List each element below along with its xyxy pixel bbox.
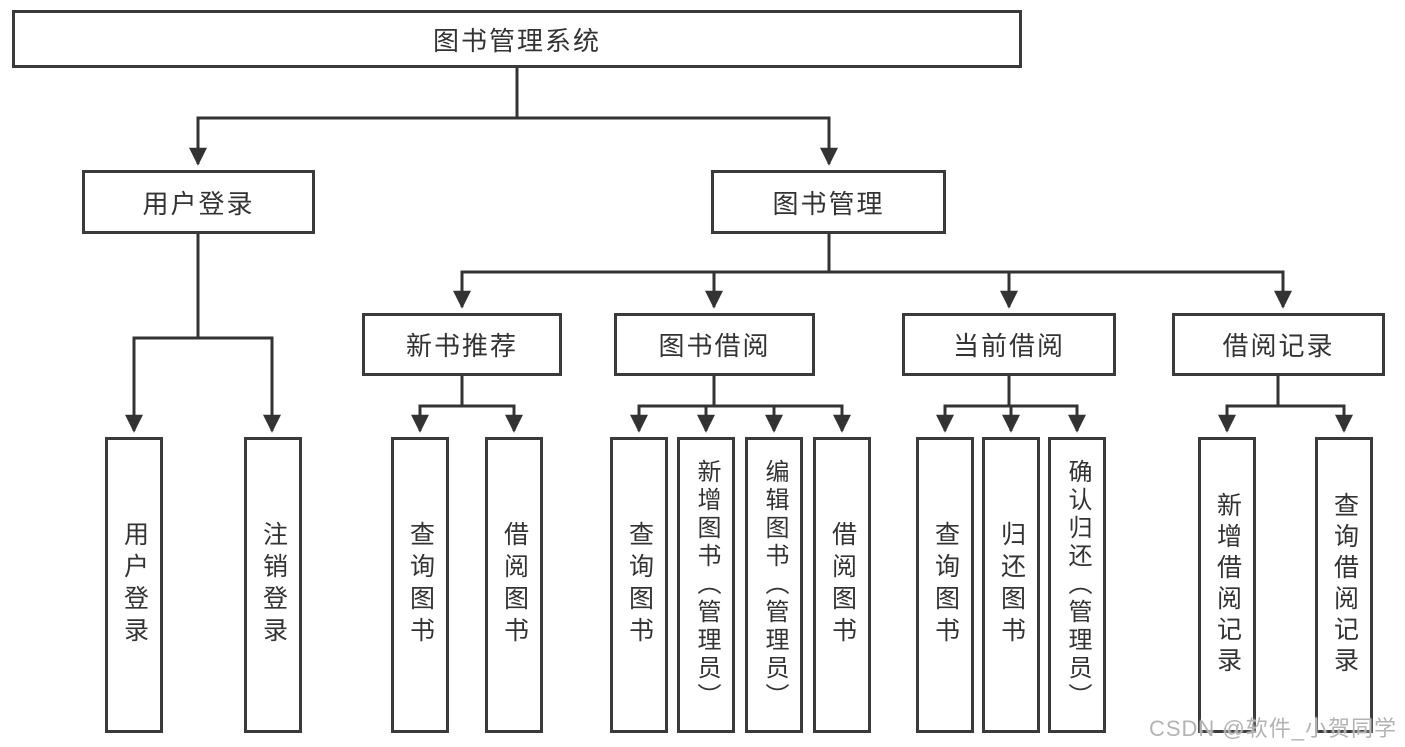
leaf-logout: 注销登录	[244, 437, 302, 733]
leaf-user-login-label: 用户登录	[120, 521, 149, 649]
leaf-cb-confirm-return-admin-label: 确认归还（管理员）	[1064, 459, 1091, 711]
leaf-logout-label: 注销登录	[259, 521, 288, 649]
leaf-bb-query-books-label: 查询图书	[625, 521, 654, 649]
leaf-cb-query-books: 查询图书	[916, 437, 974, 733]
node-book-management-label: 图书管理	[772, 188, 885, 219]
leaf-bb-edit-books-admin: 编辑图书（管理员）	[745, 437, 803, 733]
leaf-user-login: 用户登录	[105, 437, 163, 733]
leaf-br-query-record: 查询借阅记录	[1315, 437, 1373, 733]
leaf-bb-borrow-books: 借阅图书	[813, 437, 871, 733]
watermark: CSDN @软件_小贺同学	[1148, 716, 1397, 741]
node-user-login-label: 用户登录	[142, 188, 255, 219]
node-book-management: 图书管理	[711, 170, 946, 234]
leaf-bb-query-books: 查询图书	[610, 437, 668, 733]
leaf-nbr-borrow-books: 借阅图书	[485, 437, 543, 733]
node-new-book-recommend-label: 新书推荐	[405, 331, 518, 361]
leaf-cb-return-books: 归还图书	[982, 437, 1040, 733]
leaf-bb-add-books-admin-label: 新增图书（管理员）	[693, 459, 720, 711]
leaf-br-query-record-label: 查询借阅记录	[1330, 492, 1359, 678]
node-root: 图书管理系统	[12, 10, 1022, 68]
node-current-borrow: 当前借阅	[902, 313, 1116, 376]
node-new-book-recommend: 新书推荐	[362, 313, 562, 376]
leaf-bb-edit-books-admin-label: 编辑图书（管理员）	[761, 459, 788, 711]
leaf-cb-return-books-label: 归还图书	[997, 521, 1026, 649]
leaf-bb-add-books-admin: 新增图书（管理员）	[677, 437, 735, 733]
leaf-nbr-query-books-label: 查询图书	[406, 521, 435, 649]
leaf-cb-confirm-return-admin: 确认归还（管理员）	[1048, 437, 1106, 733]
leaf-cb-query-books-label: 查询图书	[931, 521, 960, 649]
leaf-nbr-query-books: 查询图书	[391, 437, 449, 733]
node-borrow-records-label: 借阅记录	[1222, 331, 1335, 361]
node-book-borrow: 图书借阅	[614, 313, 815, 376]
leaf-bb-borrow-books-label: 借阅图书	[828, 521, 857, 649]
node-user-login: 用户登录	[82, 170, 315, 234]
node-current-borrow-label: 当前借阅	[952, 331, 1065, 361]
node-book-borrow-label: 图书借阅	[658, 331, 771, 361]
leaf-br-add-record: 新增借阅记录	[1198, 437, 1256, 733]
leaf-nbr-borrow-books-label: 借阅图书	[500, 521, 529, 649]
node-root-label: 图书管理系统	[432, 25, 601, 56]
node-borrow-records: 借阅记录	[1172, 313, 1385, 376]
leaf-br-add-record-label: 新增借阅记录	[1213, 492, 1242, 678]
